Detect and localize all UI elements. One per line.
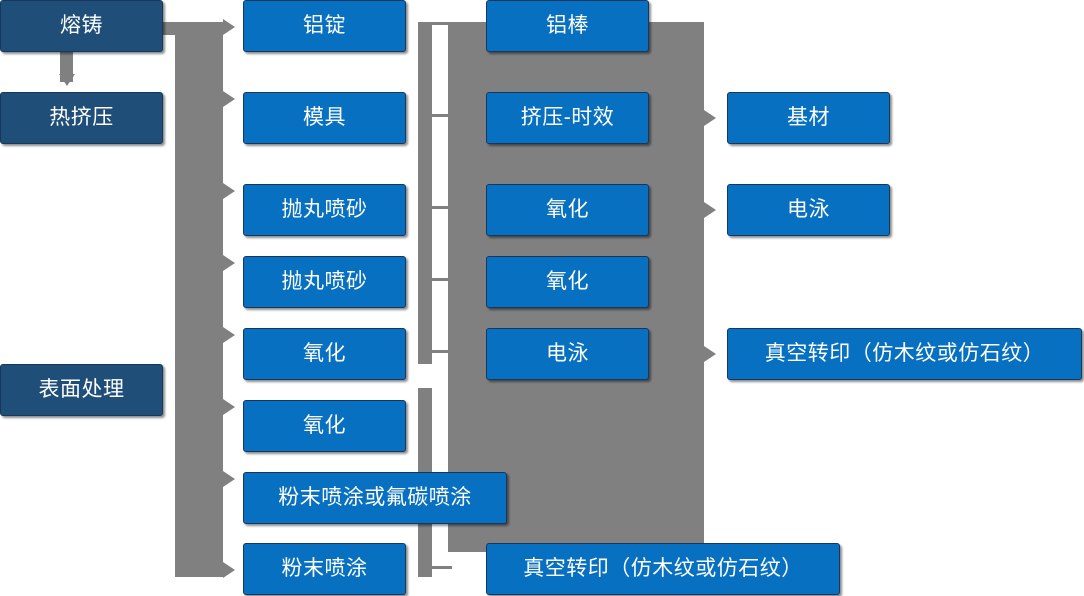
process-label-electrophoresis: 电泳 — [546, 342, 589, 366]
output-label-vacuum-transfer: 真空转印（仿木纹或仿石纹） — [764, 342, 1045, 366]
connector-mid-spine-upper — [418, 22, 432, 364]
connector-tie-electrophoresis — [430, 350, 452, 353]
connector-tie-extrusion-aging — [430, 114, 452, 117]
process-box-oxidation-1[interactable]: 氧化 — [486, 184, 649, 236]
connector-arrow-to-powder-fluorocarbon — [223, 471, 235, 487]
step-label-shot-blast-1: 抛丸喷砂 — [281, 198, 368, 222]
step-box-shot-blast-2[interactable]: 抛丸喷砂 — [243, 256, 406, 308]
output-box-base-material[interactable]: 基材 — [727, 92, 890, 144]
step-box-oxidation-2[interactable]: 氧化 — [243, 400, 406, 452]
process-label-oxidation-1: 氧化 — [546, 198, 589, 222]
stage-label-surface-treatment: 表面处理 — [38, 378, 125, 402]
connector-tie-vacuum-transfer — [430, 566, 452, 569]
connector-stage-drop-arrow — [59, 74, 75, 94]
output-label-base-material: 基材 — [787, 106, 830, 130]
stage-box-hot-extrusion[interactable]: 热挤压 — [0, 92, 163, 144]
connector-trunk-lower — [175, 360, 223, 577]
connector-arrow-to-shot-blast-1 — [223, 183, 235, 199]
connector-arrow-to-powder-coating — [223, 562, 235, 578]
connector-arrow-to-vacuum-transfer-out — [704, 346, 716, 362]
step-box-powder-coating[interactable]: 粉末喷涂 — [243, 543, 406, 595]
connector-tie-aluminum-bar — [430, 22, 452, 25]
step-label-powder-coating: 粉末喷涂 — [281, 557, 368, 581]
stage-label-melt-cast: 熔铸 — [60, 14, 103, 38]
step-box-mold[interactable]: 模具 — [243, 92, 406, 144]
stage-box-surface-treatment[interactable]: 表面处理 — [0, 364, 163, 416]
output-label-electrophoresis: 电泳 — [787, 198, 830, 222]
step-box-oxidation-1[interactable]: 氧化 — [243, 328, 406, 380]
stage-box-melt-cast[interactable]: 熔铸 — [0, 0, 163, 52]
step-label-powder-or-fluorocarbon: 粉末喷涂或氟碳喷涂 — [278, 486, 472, 510]
connector-arrow-to-base-material — [704, 110, 716, 126]
step-label-mold: 模具 — [303, 106, 346, 130]
connector-arrow-to-oxidation-1 — [223, 327, 235, 343]
process-box-vacuum-transfer[interactable]: 真空转印（仿木纹或仿石纹） — [486, 543, 840, 595]
step-label-aluminum-ingot: 铝锭 — [303, 14, 346, 38]
step-box-powder-or-fluorocarbon[interactable]: 粉末喷涂或氟碳喷涂 — [243, 472, 507, 524]
step-label-oxidation-2: 氧化 — [303, 414, 346, 438]
stage-label-hot-extrusion: 热挤压 — [49, 106, 114, 130]
connector-tie-oxidation-1 — [430, 206, 452, 209]
process-label-oxidation-2: 氧化 — [546, 270, 589, 294]
process-label-extrusion-aging: 挤压-时效 — [520, 106, 615, 130]
step-label-oxidation-1: 氧化 — [303, 342, 346, 366]
process-label-vacuum-transfer: 真空转印（仿木纹或仿石纹） — [523, 557, 803, 581]
step-label-shot-blast-2: 抛丸喷砂 — [281, 270, 368, 294]
step-box-aluminum-ingot[interactable]: 铝锭 — [243, 0, 406, 52]
connector-arrow-to-aluminum-ingot — [223, 19, 235, 35]
connector-arrow-to-electrophoresis-out — [704, 202, 716, 218]
connector-arrow-to-mold — [223, 91, 235, 107]
step-box-shot-blast-1[interactable]: 抛丸喷砂 — [243, 184, 406, 236]
connector-arrow-to-shot-blast-2 — [223, 255, 235, 271]
process-box-extrusion-aging[interactable]: 挤压-时效 — [486, 92, 649, 144]
process-box-electrophoresis[interactable]: 电泳 — [486, 328, 649, 380]
output-box-electrophoresis[interactable]: 电泳 — [727, 184, 890, 236]
process-box-oxidation-2[interactable]: 氧化 — [486, 256, 649, 308]
connector-arrow-to-oxidation-2 — [223, 399, 235, 415]
process-box-aluminum-bar[interactable]: 铝棒 — [486, 0, 649, 52]
connector-tie-oxidation-2 — [430, 278, 452, 281]
output-box-vacuum-transfer[interactable]: 真空转印（仿木纹或仿石纹） — [727, 328, 1082, 380]
process-label-aluminum-bar: 铝棒 — [546, 14, 589, 38]
